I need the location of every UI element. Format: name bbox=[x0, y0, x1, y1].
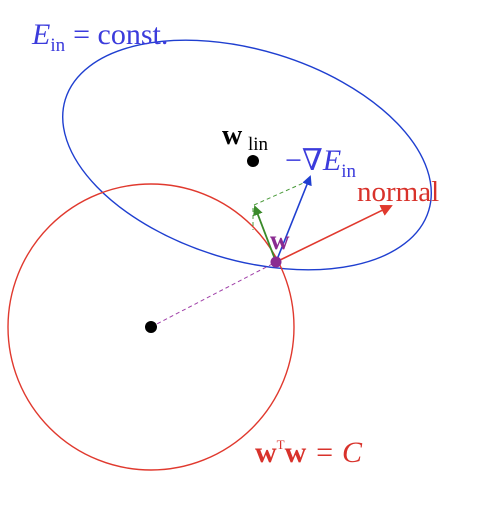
constraint-circle bbox=[7, 183, 295, 471]
neg-gradient-label: −∇Ein bbox=[285, 144, 356, 182]
wlin-point bbox=[247, 155, 259, 167]
normal-arrow bbox=[275, 204, 393, 263]
wlin-symbol: w bbox=[222, 120, 243, 151]
w-point bbox=[270, 256, 282, 268]
ein-contour-ellipse bbox=[62, 39, 432, 271]
tangent-component-arrow bbox=[253, 205, 277, 263]
dashed-projection-line-top bbox=[253, 179, 311, 206]
wlin-subscript: lin bbox=[248, 134, 269, 155]
normal-label: normal bbox=[357, 176, 439, 208]
neg-gradient-arrow bbox=[275, 175, 312, 263]
circle-center-point bbox=[145, 321, 157, 333]
constraint-label: wTw= C bbox=[255, 436, 363, 469]
ein-const-label: Ein= const. bbox=[31, 18, 168, 56]
w-point-label: w bbox=[270, 225, 290, 255]
radius-dashed-line bbox=[150, 261, 277, 328]
